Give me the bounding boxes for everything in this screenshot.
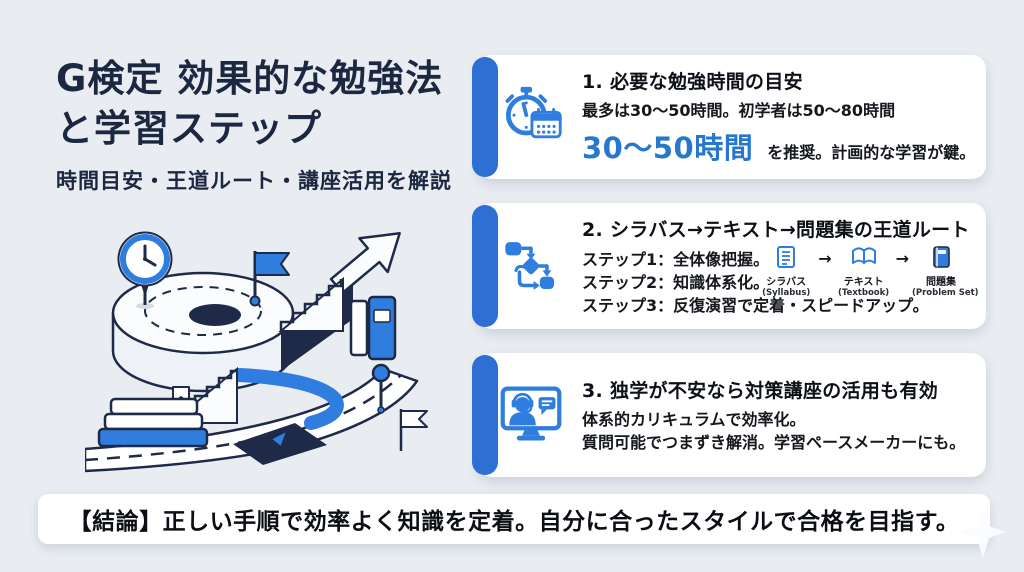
roadmap-graphic: [85, 231, 428, 473]
conclusion-bar: 【結論】正しい手順で効率よく知識を定着。自分に合ったスタイルで合格を目指す。: [38, 494, 990, 544]
card-royal-route: 2. シラバス→テキスト→問題集の王道ルート ステップ1：全体像把握。 ステップ…: [472, 203, 986, 329]
step-2: ステップ2：知識体系化。: [582, 272, 770, 292]
card2-steps: ステップ1：全体像把握。 ステップ2：知識体系化。 ステップ3：反復演習で定着・…: [582, 248, 970, 318]
step-3: ステップ3：反復演習で定着・スピードアップ。: [582, 296, 929, 316]
page-title-line2: と学習ステップ: [56, 106, 322, 150]
problemset-book-icon: [912, 245, 970, 271]
route-flow-diagram: シラバス (Syllabus) → テキスト (Textbook): [757, 245, 979, 298]
card3-title: 3. 独学が不安なら対策講座の活用も有効: [582, 380, 939, 403]
flow-arrow-2: →: [895, 248, 909, 268]
flow-item-syllabus: シラバス (Syllabus): [757, 245, 815, 298]
online-course-monitor-icon: [492, 382, 570, 448]
conclusion-text: 【結論】正しい手順で効率よく知識を定着。自分に合ったスタイルで合格を目指す。: [68, 509, 960, 535]
stopwatch-calendar-icon: [492, 84, 570, 150]
card1-title: 1. 必要な勉強時間の目安: [582, 71, 803, 94]
page-subtitle: 時間目安・王道ルート・講座活用を解説: [56, 169, 452, 194]
card3-line1: 体系的カリキュラムで効率化。: [582, 410, 806, 430]
page-title-line1: G検定 効果的な勉強法: [56, 57, 444, 100]
card2-title: 2. シラバス→テキスト→問題集の王道ルート: [582, 218, 970, 241]
flow-arrow-1: →: [818, 248, 832, 268]
card3-line2: 質問可能でつまずき解消。学習ペースメーカーにも。: [582, 432, 966, 452]
learning-path-illustration: [85, 213, 435, 498]
syllabus-document-icon: [757, 245, 815, 271]
card-study-hours: 1. 必要な勉強時間の目安 最多は30〜50時間。初学者は50〜80時間 30〜…: [472, 55, 986, 179]
title-block: G検定 効果的な勉強法 と学習ステップ 時間目安・王道ルート・講座活用を解説: [56, 54, 452, 195]
flow-item-problemset: 問題集 (Problem Set): [912, 245, 979, 298]
card1-line1: 最多は30〜50時間。初学者は50〜80時間: [582, 101, 896, 121]
step-1: ステップ1：全体像把握。: [582, 249, 770, 269]
page-title: G検定 効果的な勉強法 と学習ステップ: [56, 54, 452, 153]
card-course: 3. 独学が不安なら対策講座の活用も有効 体系的カリキュラムで効率化。 質問可能…: [472, 353, 986, 477]
cards-column: 1. 必要な勉強時間の目安 最多は30〜50時間。初学者は50〜80時間 30〜…: [472, 55, 986, 477]
card1-line2: を推奨。計画的な学習が鍵。: [767, 142, 976, 162]
flowchart-icon: [492, 235, 570, 297]
textbook-openbook-icon: [835, 245, 893, 271]
card1-highlight: 30〜50時間: [582, 130, 754, 165]
flow-item-textbook: テキスト (Textbook): [835, 245, 893, 298]
